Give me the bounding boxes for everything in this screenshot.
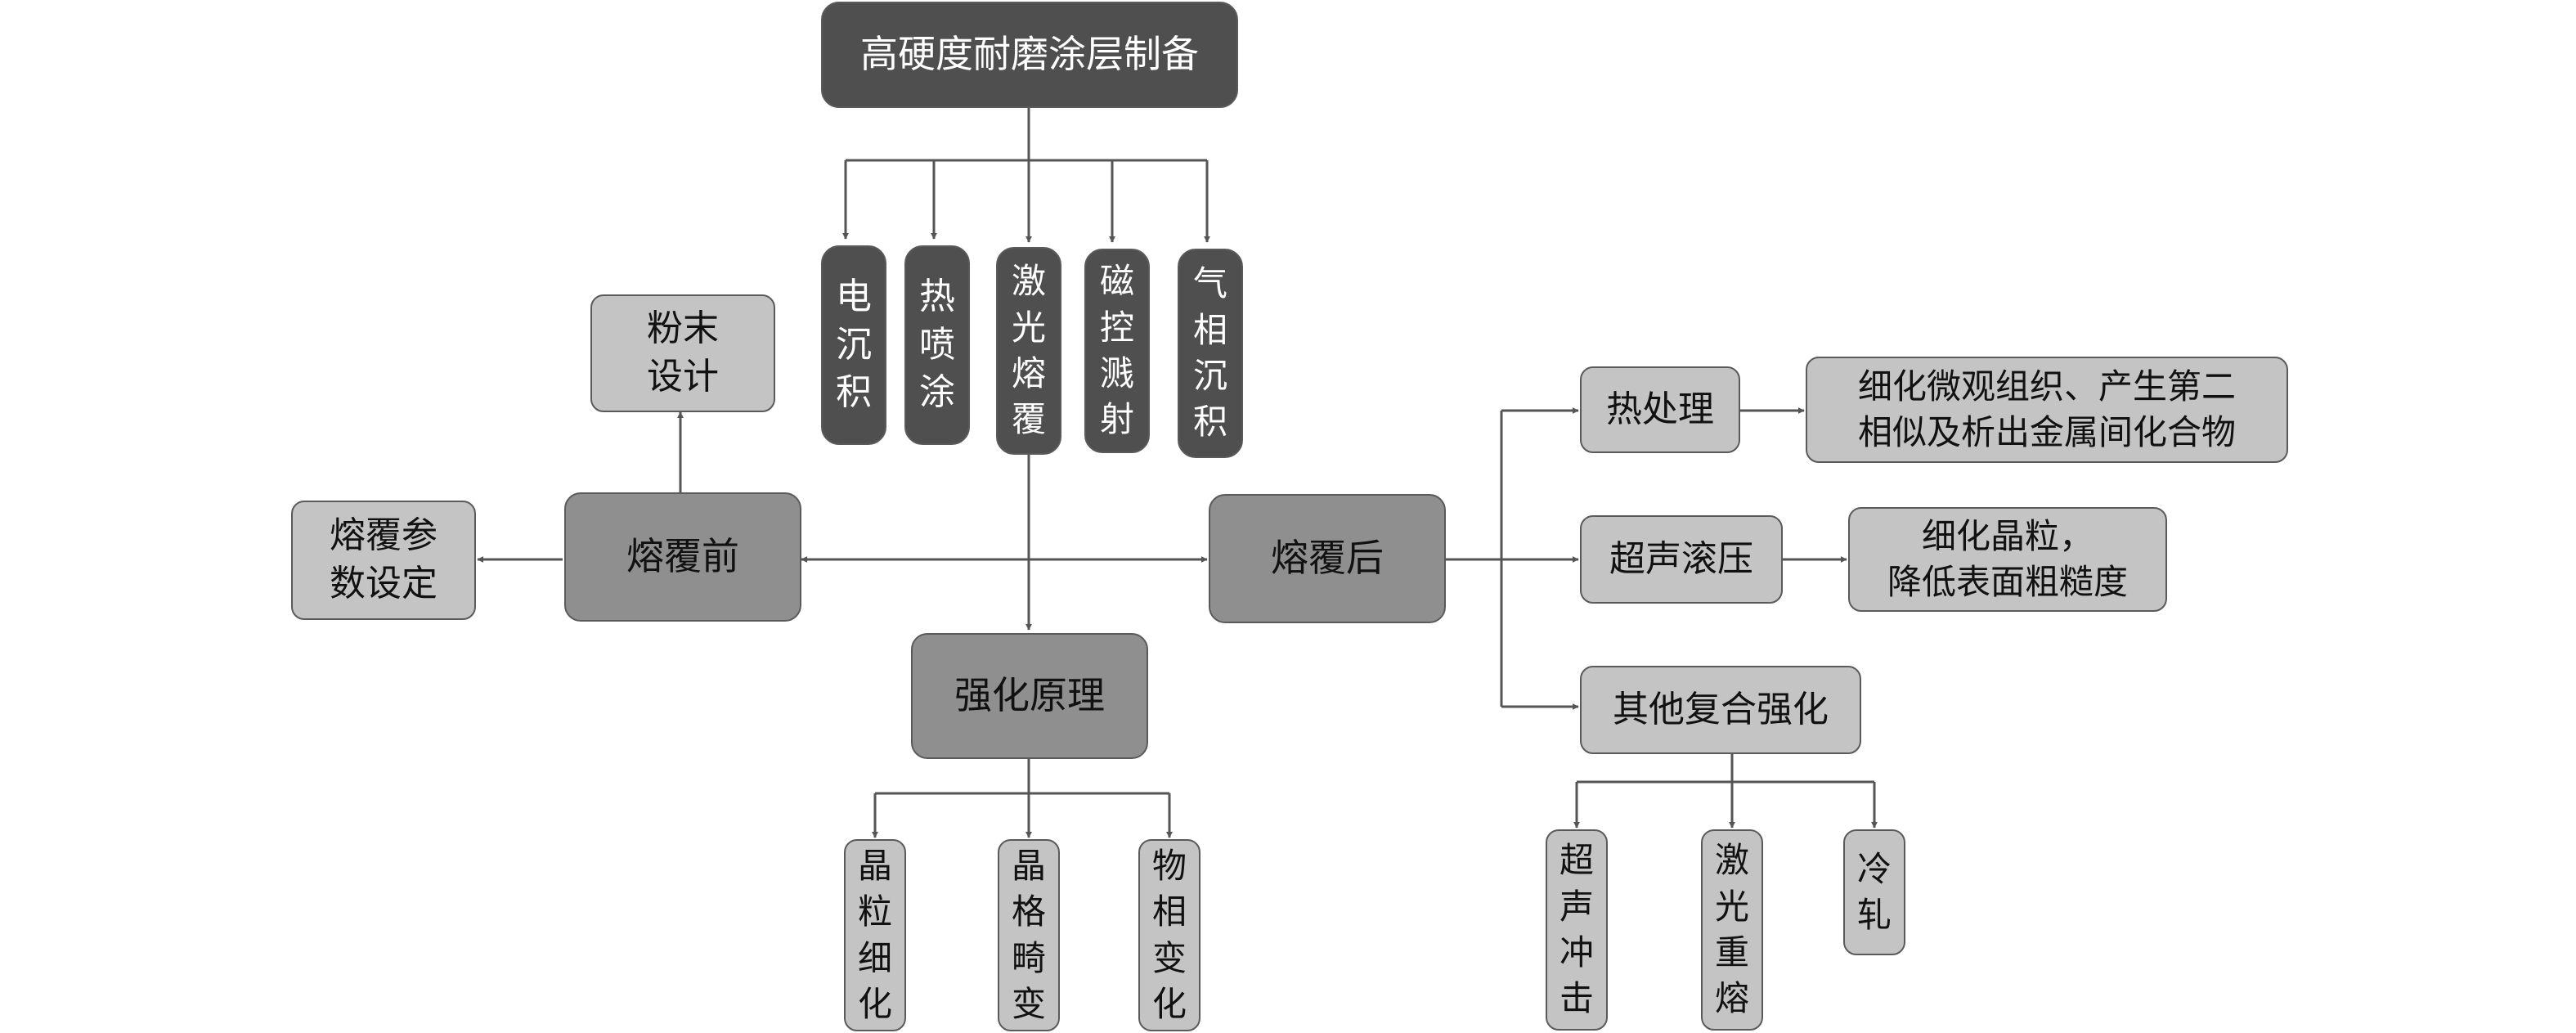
laser-remelting-node: 激光重熔 <box>1701 829 1763 1031</box>
cold-rolling-node: 冷轧 <box>1843 829 1905 955</box>
method-magnetron-sputtering: 磁控溅射 <box>1084 249 1150 453</box>
ultrasonic-impact-node: 超声冲击 <box>1546 829 1608 1031</box>
ultrasonic-rolling-node: 超声滚压 <box>1580 515 1783 604</box>
method-electrodeposition: 电沉积 <box>821 245 886 445</box>
composite-strengthening-node: 其他复合强化 <box>1580 666 1861 754</box>
powder-design-node: 粉末 设计 <box>590 294 775 412</box>
parameter-setting-node: 熔覆参 数设定 <box>291 501 476 620</box>
lattice-distortion-node: 晶格畸变 <box>998 839 1060 1031</box>
grain-refinement-node: 晶粒细化 <box>844 839 906 1031</box>
root-node: 高硬度耐磨涂层制备 <box>821 2 1238 108</box>
phase-change-node: 物相变化 <box>1138 839 1200 1031</box>
heat-treatment-node: 热处理 <box>1580 366 1740 453</box>
strengthening-node: 强化原理 <box>911 633 1148 759</box>
pre-cladding-node: 熔覆前 <box>564 492 801 622</box>
heat-treatment-effect-node: 细化微观组织、产生第二 相似及析出金属间化合物 <box>1806 357 2288 463</box>
post-cladding-node: 熔覆后 <box>1209 494 1446 623</box>
ultrasonic-rolling-effect-node: 细化晶粒， 降低表面粗糙度 <box>1848 507 2167 612</box>
method-vapor-deposition: 气相沉积 <box>1178 249 1243 458</box>
method-laser-cladding: 激光熔覆 <box>996 247 1061 455</box>
method-thermal-spray: 热喷涂 <box>904 245 970 445</box>
